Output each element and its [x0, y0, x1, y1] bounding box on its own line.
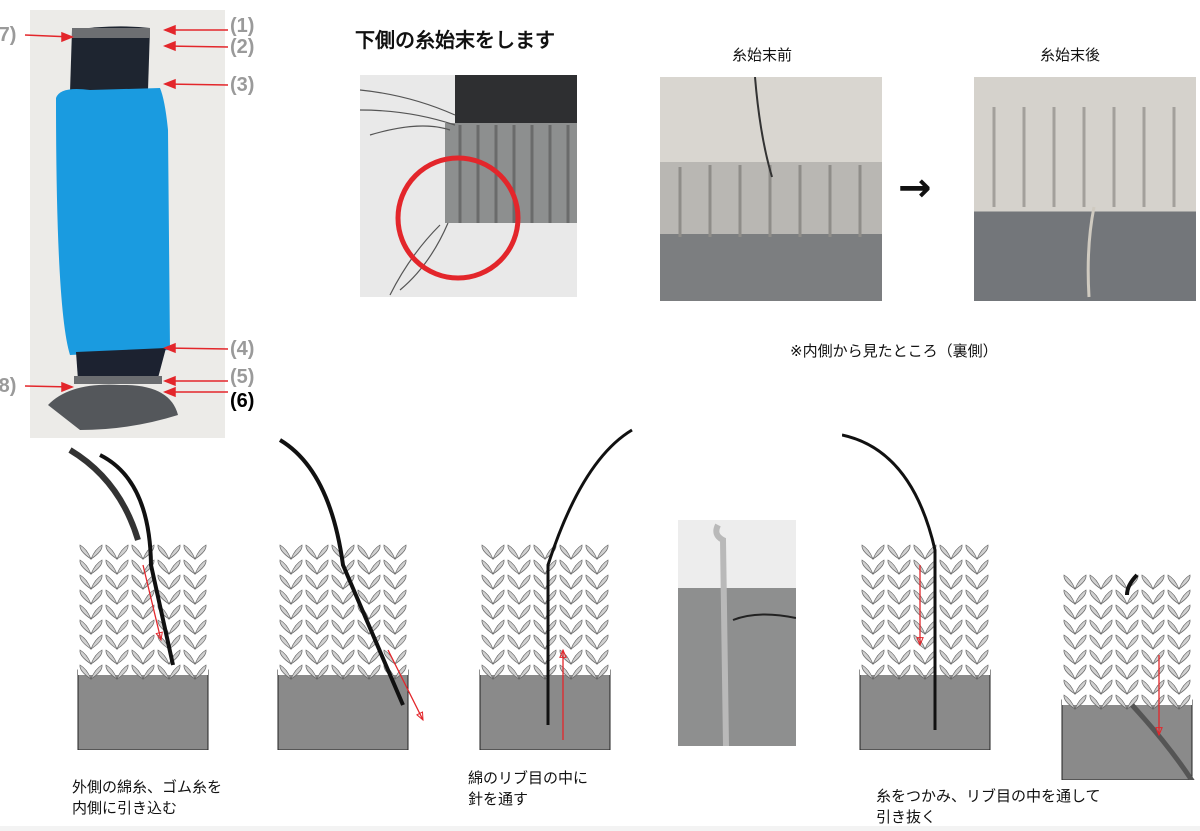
step1-diagram — [68, 447, 209, 750]
knit-panel — [842, 433, 991, 750]
knit-panel — [277, 438, 424, 750]
knit-panel — [1061, 570, 1195, 780]
label-4: (4) — [230, 338, 255, 360]
label-2: (2) — [230, 36, 255, 58]
label-3: (3) — [230, 74, 255, 96]
label-arrows — [24, 24, 229, 398]
closeup-photo — [360, 75, 577, 297]
step2-text: 綿のリブ目の中に 針を通す — [468, 769, 589, 808]
knit-panel — [479, 428, 633, 750]
arrowhead — [559, 648, 567, 658]
crochet-hook-photo — [678, 520, 796, 746]
after-heading: 糸始末後 — [1040, 46, 1101, 64]
step3-text: 糸をつかみ、リブ目の中を通して 引き抜く — [876, 787, 1101, 826]
knit-panel — [68, 447, 209, 750]
step3-diagram — [479, 428, 633, 750]
highlight-circle — [395, 155, 521, 281]
needle — [278, 438, 405, 706]
arrowhead — [416, 711, 424, 722]
direction-arrow — [142, 564, 162, 641]
label-6: (6) — [230, 390, 255, 412]
before-after-arrow: → — [898, 165, 932, 211]
arrowhead — [916, 637, 924, 647]
step4-diagram — [842, 433, 991, 750]
arrowhead — [1155, 727, 1163, 737]
label-5: (5) — [230, 366, 255, 388]
footer-divider — [0, 826, 1200, 831]
step1-text: 外側の綿糸、ゴム糸を 内側に引き込む — [72, 778, 223, 817]
garment-photo — [30, 10, 225, 438]
arrowhead — [155, 631, 163, 642]
after-photo — [974, 77, 1196, 301]
yarn — [1125, 573, 1139, 596]
label-8: (8) — [0, 375, 17, 397]
step2-diagram — [277, 438, 424, 750]
needle — [842, 433, 937, 730]
inside-view-caption: ※内側から見たところ（裏側） — [790, 342, 998, 360]
before-heading: 糸始末前 — [732, 46, 793, 64]
needle — [546, 428, 633, 725]
label-7: (7) — [0, 24, 17, 46]
section-title: 下側の糸始末をします — [355, 28, 555, 52]
label-1: (1) — [230, 15, 255, 37]
step5-diagram — [1061, 570, 1195, 780]
direction-arrow — [387, 649, 424, 721]
before-photo — [660, 77, 882, 301]
needle — [99, 453, 175, 666]
